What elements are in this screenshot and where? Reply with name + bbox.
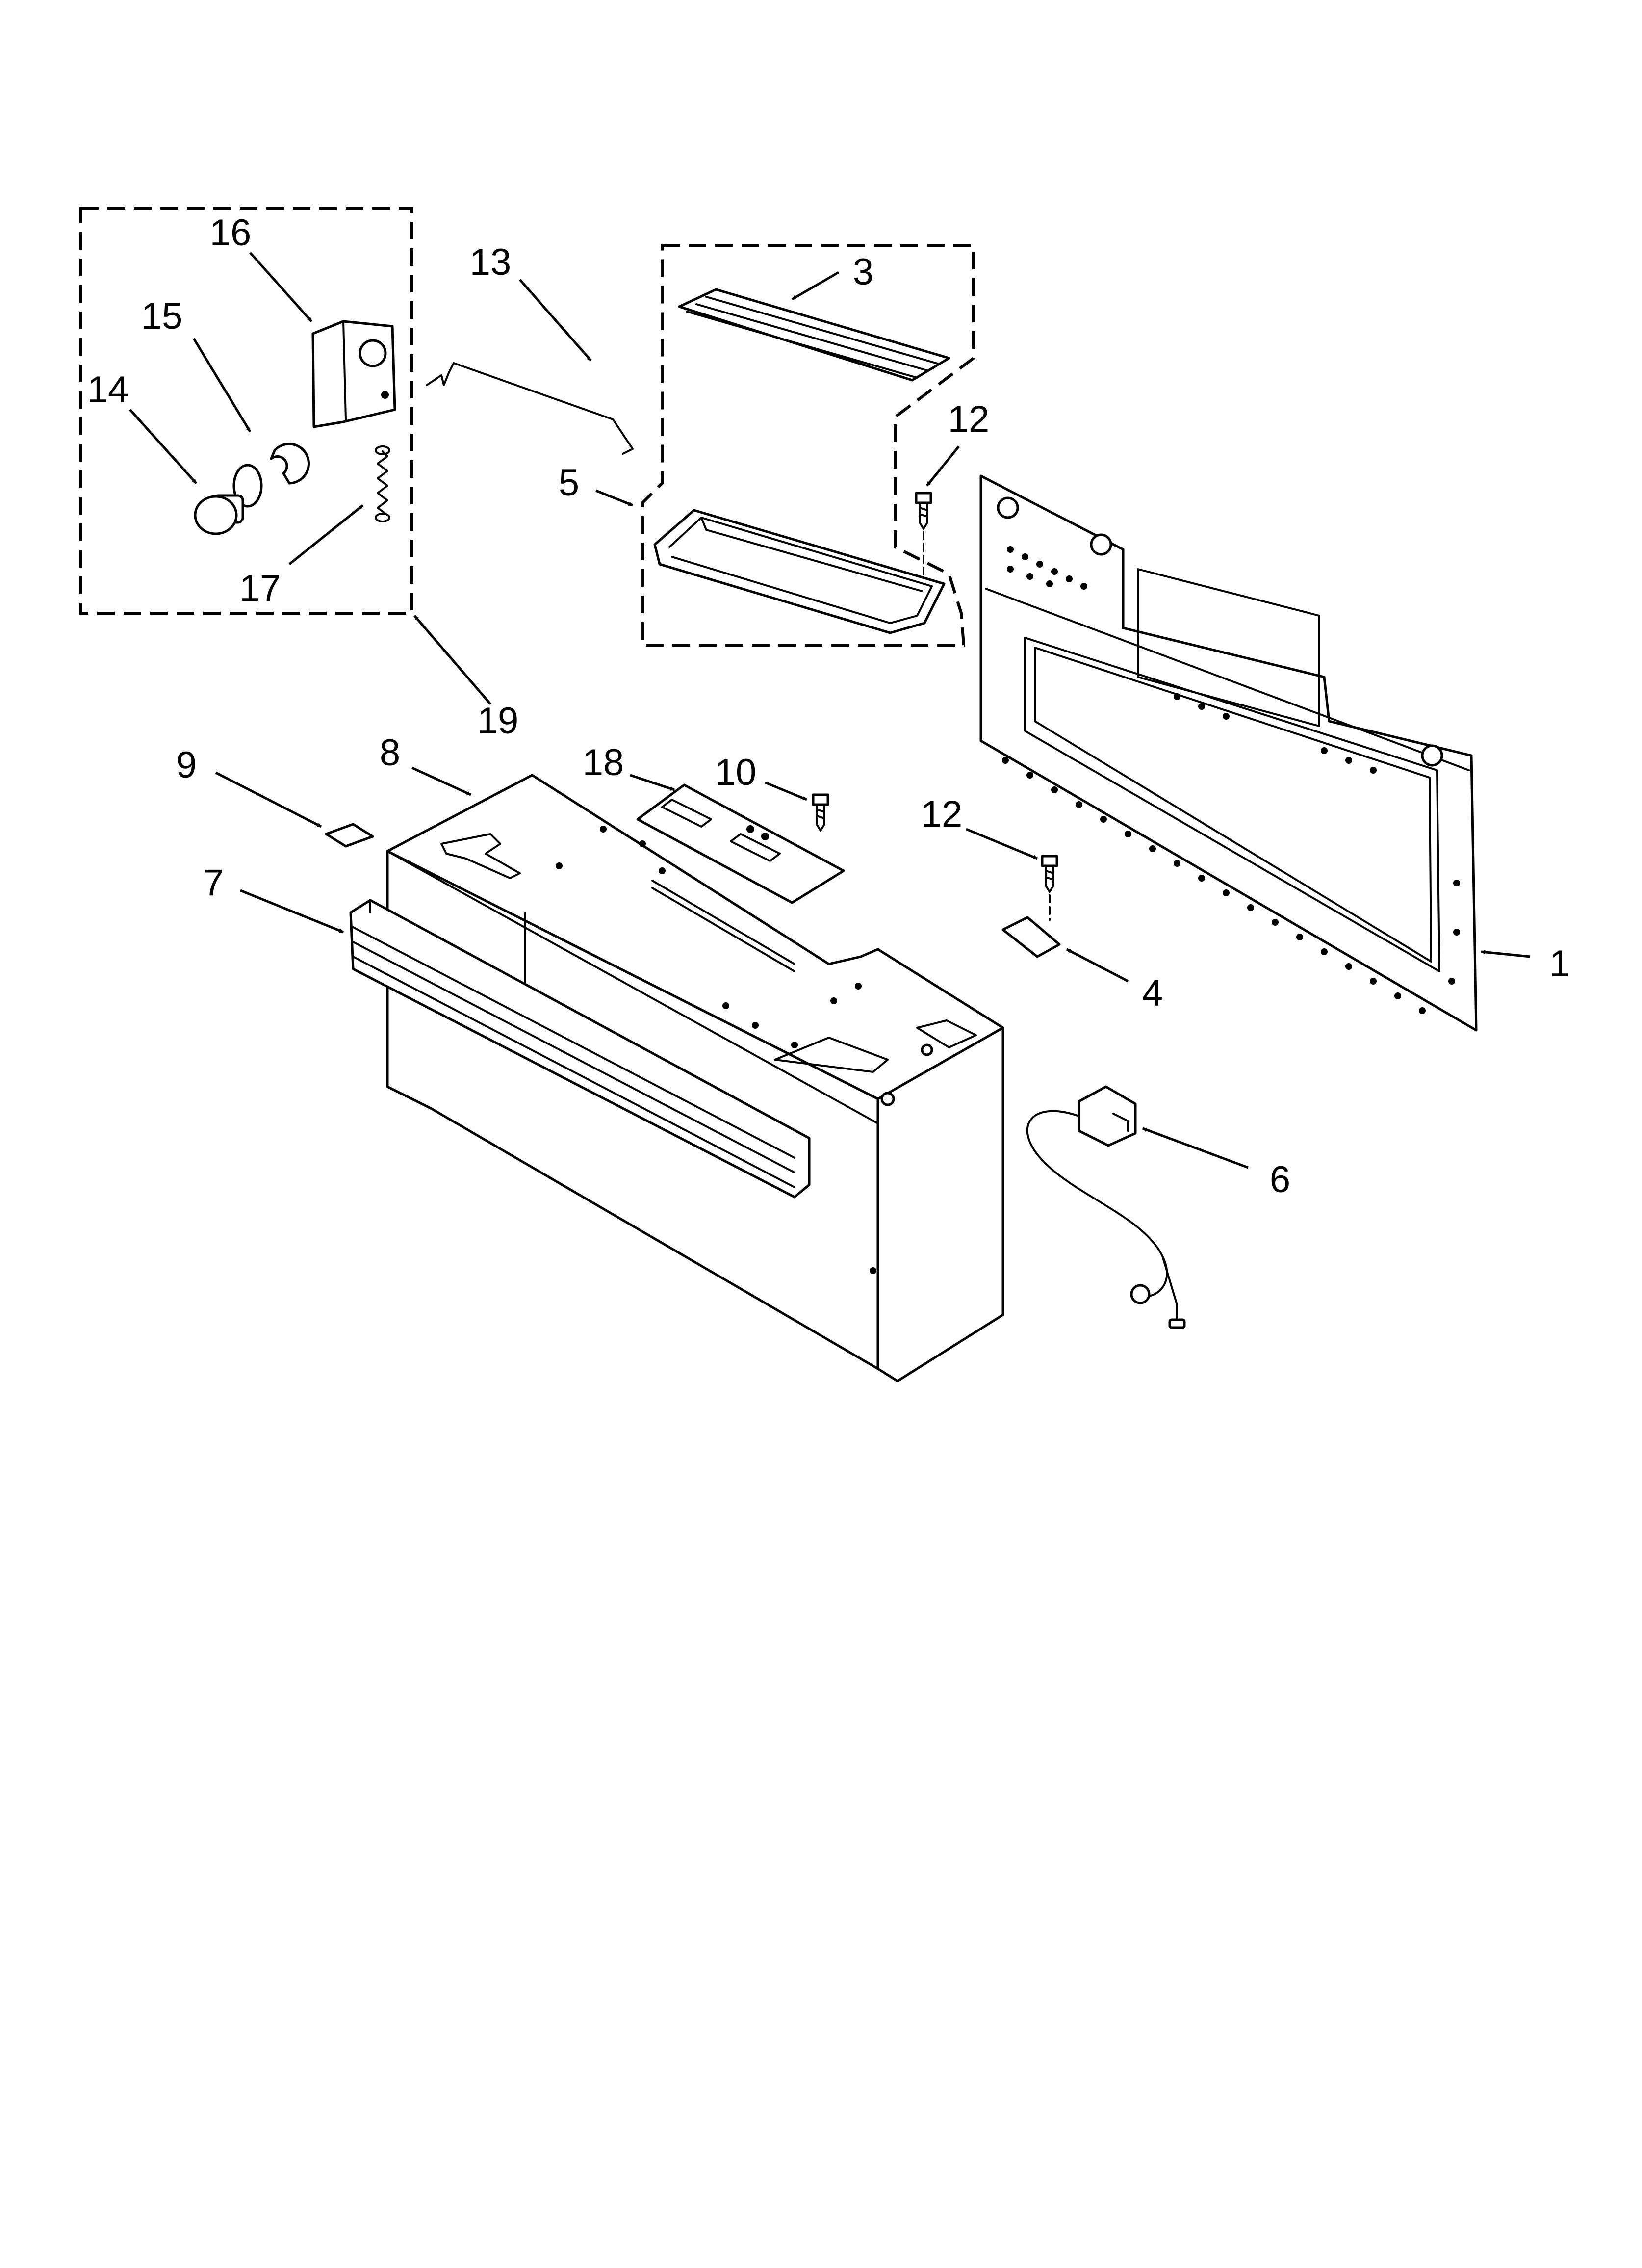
retaining-clip-part[interactable] (270, 443, 310, 485)
leader-3 (791, 271, 840, 301)
callout-17: 17 (239, 568, 281, 609)
callout-18: 18 (583, 742, 624, 783)
latch-pin-part[interactable] (194, 464, 263, 535)
callout-12-lower: 12 (921, 793, 963, 835)
duct-tray-part[interactable] (653, 509, 946, 634)
leader-8 (240, 889, 344, 934)
callout-4: 4 (1142, 972, 1163, 1014)
leader-10 (765, 781, 807, 801)
screw-upper-part[interactable] (915, 492, 932, 575)
callout-12-upper: 12 (948, 398, 990, 440)
leader-17 (288, 504, 364, 565)
small-clip-part[interactable] (325, 823, 374, 848)
leader-19 (413, 615, 491, 705)
vent-grille-part[interactable] (349, 899, 811, 1199)
thermal-fuse-part[interactable] (1026, 1085, 1186, 1329)
callout-9: 9 (176, 744, 197, 786)
leader-5 (595, 489, 633, 507)
callout-1: 1 (1549, 943, 1570, 985)
screw-lower-part[interactable] (1041, 855, 1058, 921)
callout-7: 8 (380, 732, 400, 774)
duct-assembly-group-outline (641, 244, 975, 647)
leader-13 (519, 279, 592, 362)
leader-12b (966, 828, 1038, 860)
leader-9 (215, 771, 322, 828)
callout-8: 7 (203, 862, 224, 904)
latch-wire-part[interactable] (426, 362, 634, 455)
callout-labels: 16 15 14 17 19 13 3 5 12 9 8 18 10 7 12 … (87, 212, 1570, 1200)
leader-7 (411, 766, 472, 796)
leader-1 (1481, 950, 1531, 958)
callout-19: 19 (477, 700, 519, 742)
damper-plate-part[interactable] (678, 288, 950, 382)
latch-assembly-group-outline (79, 207, 413, 615)
latch-bracket-part[interactable] (311, 320, 396, 428)
mounting-plate-part[interactable] (636, 783, 845, 972)
callout-5: 5 (559, 462, 579, 504)
callout-6: 6 (1270, 1159, 1290, 1200)
leader-16 (249, 252, 312, 322)
callout-13: 13 (470, 241, 512, 283)
callout-16: 16 (210, 212, 252, 254)
leader-14 (129, 409, 197, 484)
latch-spring-part[interactable] (375, 445, 390, 522)
callout-14: 14 (87, 369, 129, 411)
callout-3: 3 (853, 251, 873, 293)
leader-12a (926, 445, 960, 487)
leader-4 (1066, 948, 1129, 983)
leader-18 (630, 774, 675, 791)
leader-15 (192, 338, 252, 433)
leader-lines (129, 252, 1531, 1169)
small-bracket-part[interactable] (1001, 916, 1061, 958)
callout-10: 10 (715, 752, 757, 793)
callout-15: 15 (141, 295, 183, 337)
leader-6 (1142, 1127, 1249, 1169)
back-panel-part[interactable] (979, 474, 1478, 1032)
screw-mounting-part[interactable] (812, 793, 829, 832)
